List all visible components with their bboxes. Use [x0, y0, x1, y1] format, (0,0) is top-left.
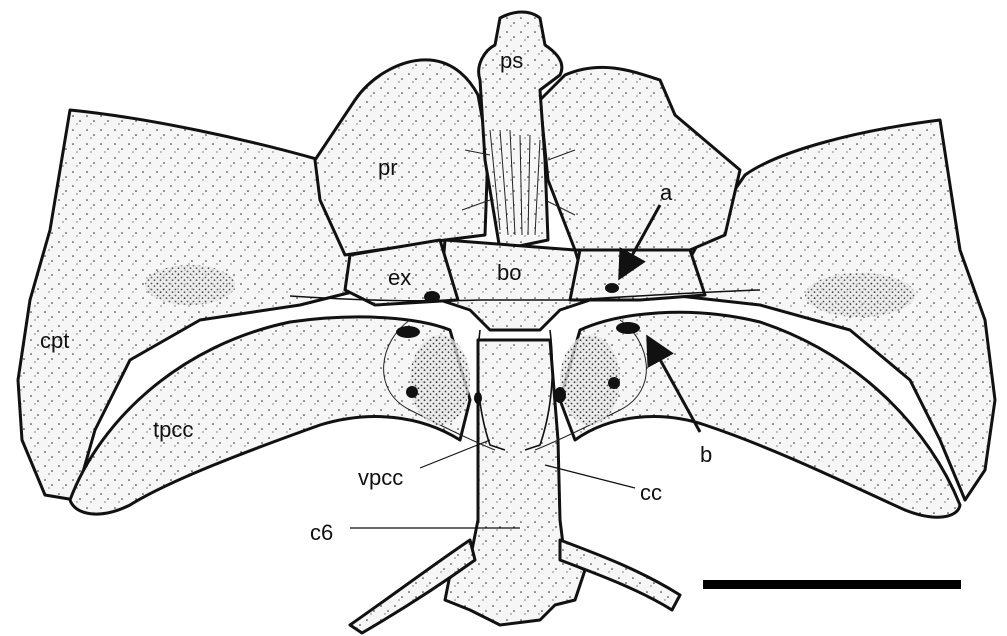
left-prootic-bone	[315, 60, 488, 255]
label-cpt: cpt	[40, 328, 69, 353]
left-wing-dense-zone	[145, 265, 235, 305]
right-prootic-bone	[540, 67, 740, 250]
foramen-right-lower	[554, 387, 566, 403]
label-vpcc: vpcc	[358, 465, 403, 490]
foramen-left-upper	[396, 326, 420, 338]
left-dense-zone	[410, 335, 470, 425]
label-bo: bo	[497, 260, 521, 285]
label-ps: ps	[500, 48, 523, 73]
foramen-right-ex	[605, 283, 619, 293]
label-cc: cc	[640, 480, 662, 505]
label-b: b	[700, 442, 712, 467]
right-wing-dense-zone	[805, 273, 915, 317]
foramen-right-upper	[616, 322, 640, 334]
label-a: a	[660, 180, 673, 205]
foramen-right-lower-2	[608, 377, 620, 389]
foramen-left-ex	[424, 291, 440, 303]
foramen-left-lower-2	[474, 392, 482, 404]
label-tpcc: tpcc	[153, 417, 193, 442]
label-c6: c6	[310, 520, 333, 545]
right-exoccipital-bone	[570, 250, 705, 300]
foramen-left-lower	[406, 386, 418, 398]
label-ex: ex	[388, 265, 411, 290]
scale-bar	[703, 580, 961, 589]
basioccipital-bone	[440, 240, 590, 330]
label-pr: pr	[378, 155, 398, 180]
